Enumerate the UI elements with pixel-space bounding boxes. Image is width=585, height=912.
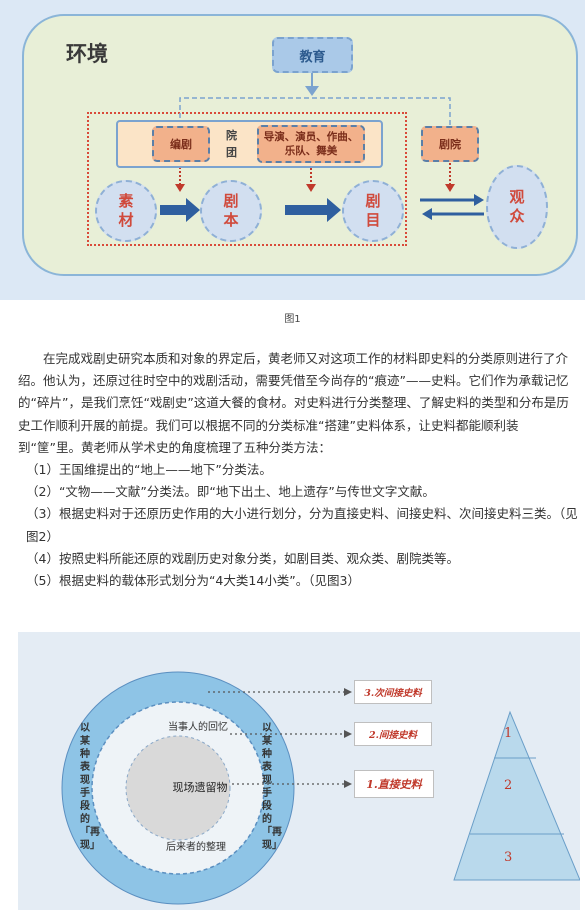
- script-label: 剧本: [223, 191, 239, 230]
- figure-1-caption: 图1: [284, 314, 301, 325]
- script-circle: 剧本: [200, 180, 262, 242]
- material-circle: 素材: [95, 180, 157, 242]
- red-down-arrow-icon: [445, 184, 455, 192]
- figure-2: 以某种表现手段的「再现」 以某种表现手段的「再现」 当事人的回忆 后来者的整理 …: [18, 632, 580, 910]
- material-label: 素材: [118, 191, 134, 230]
- middle-ring-label-bottom: 后来者的整理: [166, 842, 226, 853]
- right-arrow-icon: [344, 780, 352, 788]
- audience-circle: 观众: [486, 165, 548, 249]
- left-arrow-icon: [422, 208, 432, 220]
- pyramid-level-2: 2: [504, 778, 513, 793]
- right-arrow-icon: [186, 198, 200, 222]
- article-body: 在完成戏剧史研究本质和对象的界定后，黄老师又对这项工作的材料即史料的分类原则进行…: [18, 348, 578, 592]
- center-label: 现场遗留物: [172, 781, 228, 794]
- figure-2-graphics: [61, 671, 580, 905]
- right-arrow-icon: [327, 198, 341, 222]
- repertoire-circle: 剧目: [342, 180, 404, 242]
- director-actors-box: 导演、演员、作曲、乐队、舞美: [257, 125, 365, 163]
- list-item: （3）根据史料对于还原历史作用的大小进行划分，分为直接史料、间接史料、次间接史料…: [26, 506, 578, 544]
- right-arrow-icon: [344, 730, 352, 738]
- audience-label: 观众: [509, 187, 525, 226]
- primary-source-label: 1.直接史料: [354, 770, 434, 798]
- list-item: （1）王国维提出的“地上——地下”分类法。: [26, 462, 272, 478]
- figure-1-connectors: [160, 73, 484, 222]
- down-arrow-icon: [305, 86, 319, 96]
- theater-box: 剧院: [421, 126, 479, 162]
- figure-1: 环境 教育 编剧 院团 导演、演员、作曲、乐队、舞美 剧院 素材 剧本 剧目 观…: [0, 0, 585, 300]
- right-arrow-icon: [344, 688, 352, 696]
- repertoire-label: 剧目: [365, 191, 381, 230]
- middle-ring-label-top: 当事人的回忆: [168, 722, 228, 733]
- right-arrow-icon: [474, 194, 484, 206]
- list-item: （2）“文物——文献”分类法。即“地下出土、地上遗存”与传世文字文献。: [26, 484, 435, 500]
- tertiary-source-label: 3.次间接史料: [354, 680, 432, 704]
- list-item: （4）按照史料所能还原的戏剧历史对象分类，如剧目类、观众类、剧院类等。: [26, 550, 459, 566]
- troupe-label: 院团: [226, 129, 237, 159]
- pyramid-level-1: 1: [504, 726, 513, 741]
- red-down-arrow-icon: [306, 184, 316, 192]
- organization-region: [87, 112, 407, 246]
- education-box: 教育: [272, 37, 353, 73]
- secondary-source-label: 2.间接史料: [354, 722, 432, 746]
- red-down-arrow-icon: [175, 184, 185, 192]
- pyramid-level-3: 3: [504, 850, 513, 865]
- environment-title: 环境: [66, 42, 108, 66]
- outer-ring-label-right: 以某种表现手段的「再现」: [262, 723, 282, 851]
- outer-ring-label-left: 以某种表现手段的「再现」: [80, 723, 100, 851]
- article-paragraph: 在完成戏剧史研究本质和对象的界定后，黄老师又对这项工作的材料即史料的分类原则进行…: [18, 351, 569, 455]
- list-item: （5）根据史料的载体形式划分为“4大类14小类”。（见图3）: [26, 573, 360, 589]
- playwright-box: 编剧: [152, 126, 210, 162]
